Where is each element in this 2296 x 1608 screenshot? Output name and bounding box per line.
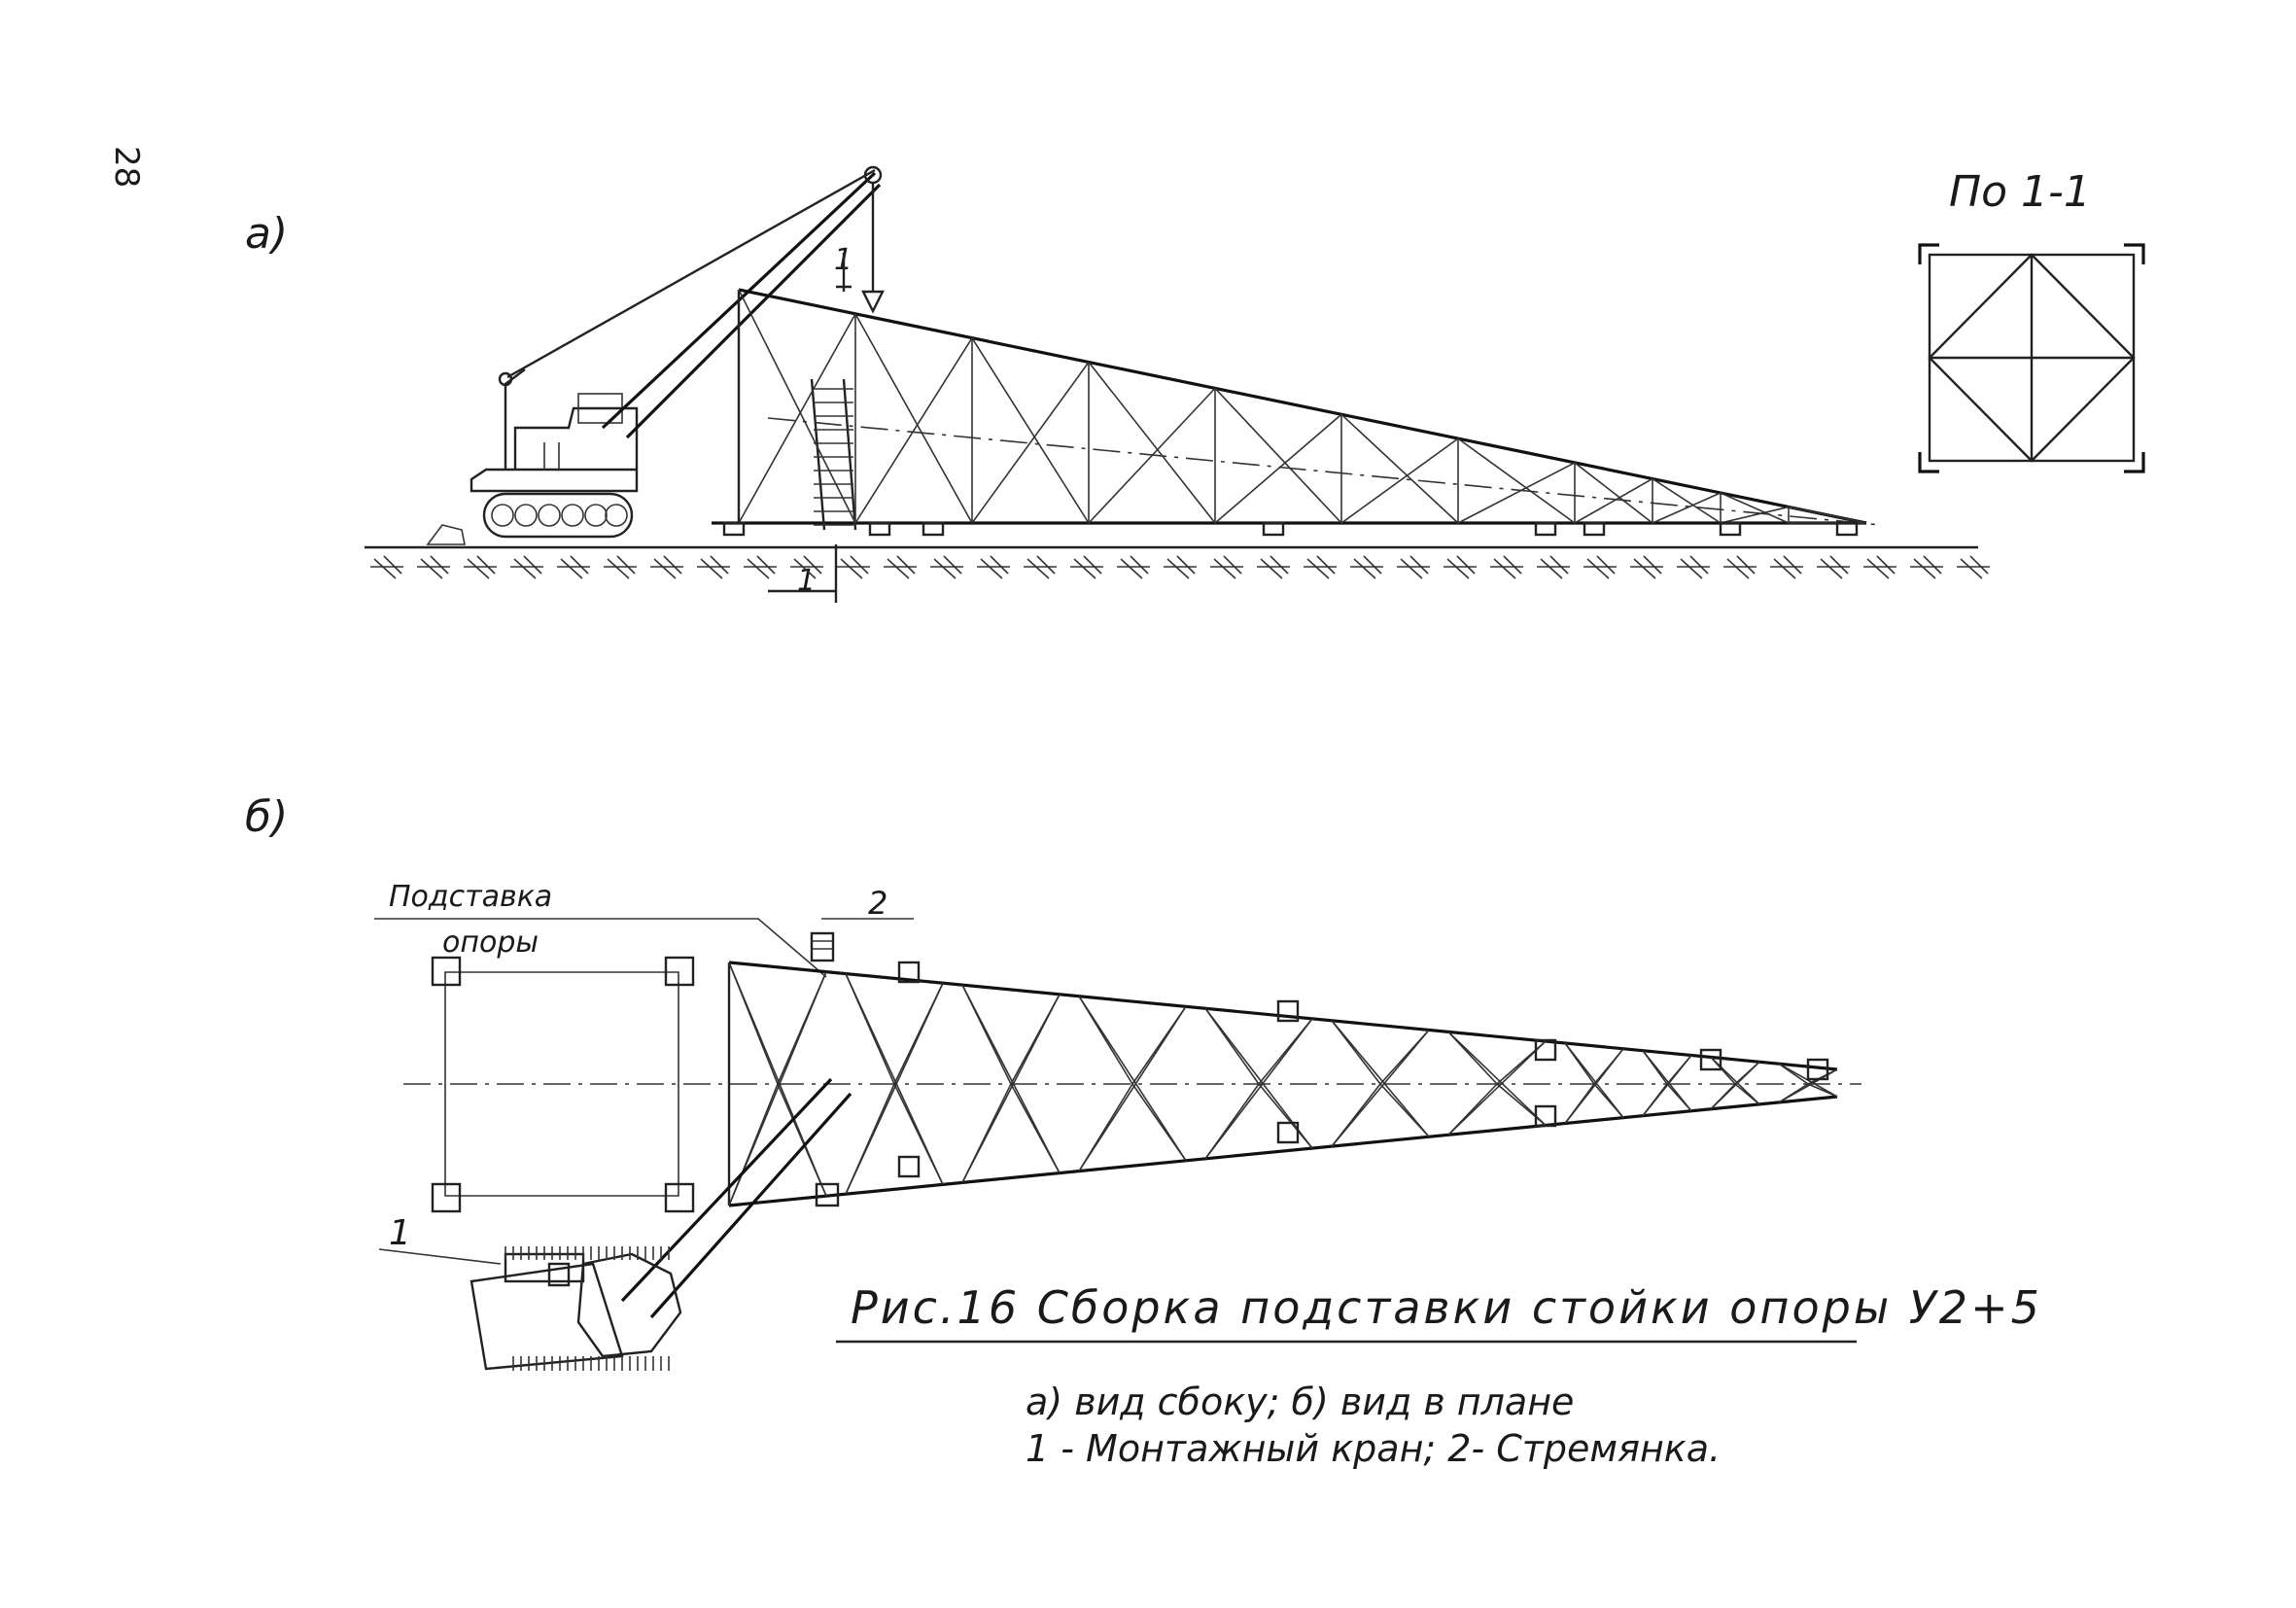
crane-side-view [426, 165, 885, 545]
legend-line-2: 1 - Монтажный кран; 2- Стремянка. [1026, 1427, 1722, 1470]
section-mark-bottom: 1 [797, 564, 817, 598]
podstavka-frame [374, 918, 1861, 1213]
view-b-label: б) [245, 792, 289, 842]
section-title: По 1-1 [1949, 167, 2091, 217]
view-a-label: а) [245, 209, 289, 259]
tower-side-view [712, 253, 1882, 603]
tower-plan-view [727, 918, 1838, 1207]
callout-podstavka-line2: опоры [442, 926, 539, 960]
legend-line-1: а) вид сбоку; б) вид в плане [1026, 1381, 1575, 1423]
figure-caption: Рис.16 Сборка подставки стойки опоры У2+… [851, 1281, 2042, 1334]
callout-item-2: 2 [868, 885, 888, 922]
callout-podstavka-line1: Подставка [389, 880, 553, 914]
section-1-1-drawing [1918, 243, 2145, 473]
callout-item-1: 1 [389, 1213, 411, 1253]
crane-plan-view [378, 1077, 852, 1371]
ground-line [365, 545, 1990, 579]
